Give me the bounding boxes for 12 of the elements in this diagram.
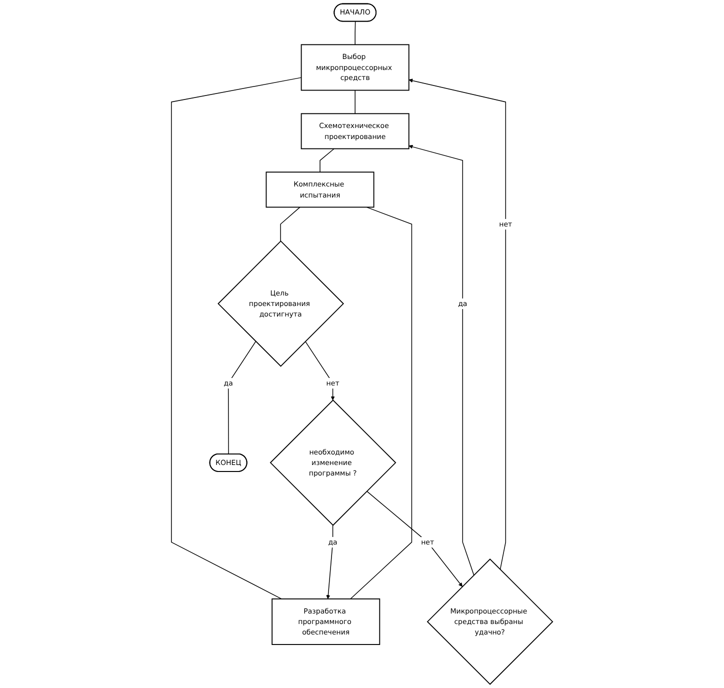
connector [171, 77, 302, 600]
arrow [408, 78, 506, 570]
connector [228, 341, 256, 455]
connector [280, 206, 300, 242]
arrow [326, 524, 334, 600]
arrow [366, 490, 463, 587]
arrow [408, 144, 474, 576]
connector [350, 206, 412, 600]
connector [354, 21, 356, 46]
connector [320, 148, 334, 172]
connector [354, 90, 356, 114]
arrow [304, 341, 335, 400]
